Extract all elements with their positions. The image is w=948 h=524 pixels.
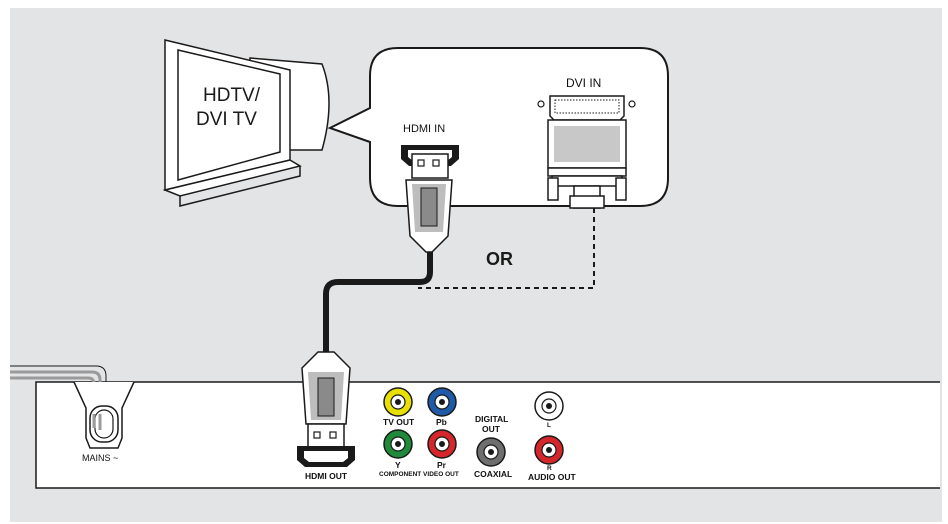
hdmi-in-label: HDMI IN	[403, 123, 446, 135]
tv-label-line2: DVI TV	[196, 109, 257, 130]
audio-right-jack	[534, 435, 564, 465]
hdmi-plug-bottom	[301, 351, 351, 449]
pb-jack	[427, 387, 457, 417]
coaxial-label: COAXIAL	[474, 469, 513, 479]
mains-label: MAINS ~	[82, 453, 119, 463]
hdmi-out-label: HDMI OUT	[305, 471, 348, 481]
mains-socket	[73, 381, 135, 449]
coaxial-jack	[476, 437, 506, 467]
audio-out-label: AUDIO OUT	[528, 472, 576, 482]
tv-out-label: TV OUT	[383, 417, 415, 427]
or-label: OR	[486, 249, 513, 269]
pr-jack	[427, 429, 457, 459]
tv-icon	[162, 39, 330, 207]
audio-left-label: L	[547, 422, 551, 429]
audio-left-jack	[534, 391, 564, 421]
audio-right-label: R	[547, 465, 552, 472]
digital-out-label-line2: OUT	[482, 424, 500, 434]
player-body	[35, 381, 940, 489]
tv-out-jack	[383, 387, 413, 417]
hdmi-out-port	[297, 446, 355, 467]
y-label: Y	[395, 460, 401, 470]
digital-out-label-line1: DIGITAL	[475, 414, 509, 424]
dvi-in-port	[537, 95, 636, 121]
pr-label: Pr	[437, 460, 446, 470]
dvi-plug	[547, 119, 627, 209]
pb-label: Pb	[436, 417, 447, 427]
hdmi-cable	[323, 252, 433, 352]
component-video-out-label: COMPONENT VIDEO OUT	[379, 471, 459, 478]
hdmi-plug-top	[405, 153, 453, 253]
dvi-in-label: DVI IN	[566, 76, 602, 90]
tv-label-line1: HDTV/	[203, 85, 260, 106]
y-jack	[383, 429, 413, 459]
